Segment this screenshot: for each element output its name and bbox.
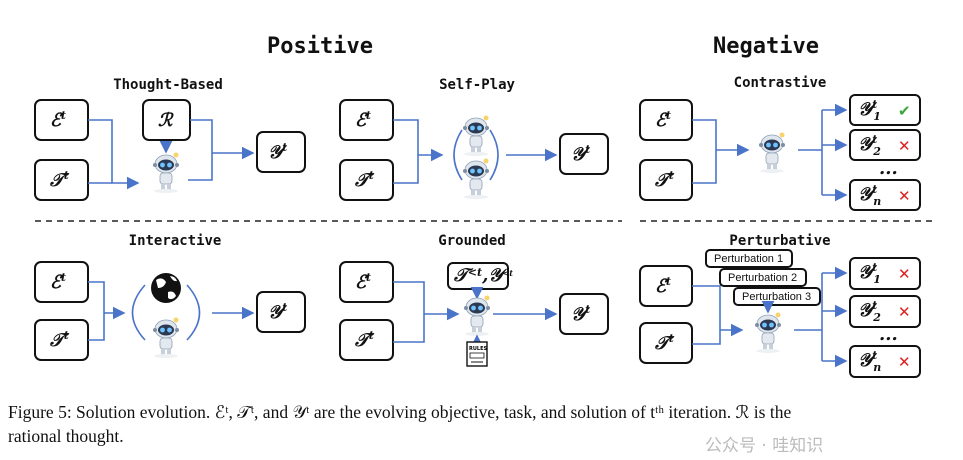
panel-title: Self-Play bbox=[439, 77, 515, 93]
objective-label: ℰt bbox=[50, 109, 66, 131]
svg-text:Perturbation 1: Perturbation 1 bbox=[714, 253, 783, 265]
ellipsis: ... bbox=[879, 324, 898, 345]
panel-title: Thought-Based bbox=[113, 77, 223, 93]
cross-icon: ✕ bbox=[898, 303, 911, 321]
robot-icon bbox=[462, 115, 490, 157]
robot-icon bbox=[152, 152, 180, 194]
panel-title: Grounded bbox=[438, 233, 505, 249]
robot-icon bbox=[758, 132, 786, 174]
svg-text:Perturbation 2: Perturbation 2 bbox=[728, 272, 797, 284]
rules-book-icon: RULES bbox=[466, 341, 488, 367]
caption-line-2: rational thought. bbox=[8, 426, 124, 446]
robot-icon bbox=[462, 158, 490, 200]
panel-self-play: Self-Play ℰt 𝒯t 𝒴t bbox=[339, 77, 609, 201]
svg-text:𝒴t2: 𝒴t2 bbox=[858, 133, 881, 158]
perturbation-3: Perturbation 3 bbox=[733, 287, 821, 306]
task-box bbox=[639, 159, 693, 201]
svg-text:𝒴t2: 𝒴t2 bbox=[858, 299, 881, 324]
svg-text:𝒴tn: 𝒴tn bbox=[858, 183, 881, 208]
globe-icon bbox=[151, 273, 181, 303]
panel-perturbative: Perturbative ℰt 𝒯t Perturbation 1 Pertur… bbox=[639, 233, 921, 378]
task-box bbox=[339, 159, 394, 201]
panel-interactive: Interactive ℰt 𝒯t 𝒴t bbox=[34, 233, 306, 361]
panel-thought-based: Thought-Based ℰt 𝒯t ℛ 𝒴t bbox=[34, 77, 306, 201]
perturbation-1: Perturbation 1 bbox=[705, 249, 793, 268]
task-box bbox=[339, 319, 394, 361]
solution-box bbox=[256, 291, 306, 333]
cross-icon: ✕ bbox=[898, 265, 911, 283]
task-box bbox=[34, 159, 89, 201]
svg-text:𝒴t1: 𝒴t1 bbox=[858, 98, 881, 123]
panel-title: Contrastive bbox=[734, 75, 827, 91]
cross-icon: ✕ bbox=[898, 353, 911, 371]
ellipsis: ... bbox=[879, 158, 898, 179]
objective-label: ℰt bbox=[355, 109, 371, 131]
cross-icon: ✕ bbox=[898, 187, 911, 205]
robot-icon bbox=[463, 295, 491, 337]
check-icon: ✔ bbox=[898, 102, 911, 120]
panel-title: Perturbative bbox=[729, 233, 830, 249]
svg-text:𝒴tn: 𝒴tn bbox=[858, 349, 881, 374]
rational-thought-label: ℛ bbox=[158, 110, 174, 131]
task-box bbox=[639, 322, 693, 364]
solution-box bbox=[559, 293, 609, 335]
objective-label: ℰt bbox=[355, 271, 371, 293]
solution-box bbox=[559, 133, 609, 175]
svg-text:RULES: RULES bbox=[469, 346, 488, 352]
positive-heading: Positive bbox=[267, 34, 373, 59]
figure-caption: Figure 5: Solution evolution. ℰᵗ, 𝒯ᵗ, an… bbox=[8, 400, 958, 448]
panel-title: Interactive bbox=[129, 233, 222, 249]
panel-grounded: Grounded ℰt 𝒯t 𝒯<t,𝒴<t RULES 𝒴t bbox=[339, 233, 609, 367]
solution-evolution-diagram: Positive Negative Thought-Based ℰt 𝒯t ℛ … bbox=[34, 34, 935, 378]
robot-icon bbox=[152, 317, 180, 359]
objective-label: ℰt bbox=[655, 109, 671, 131]
objective-label: ℰt bbox=[50, 271, 66, 293]
solution-box bbox=[256, 131, 306, 173]
caption-line-1: Figure 5: Solution evolution. ℰᵗ, 𝒯ᵗ, an… bbox=[8, 402, 792, 422]
negative-heading: Negative bbox=[713, 34, 819, 59]
perturbation-2: Perturbation 2 bbox=[719, 268, 807, 287]
robot-icon bbox=[754, 312, 782, 354]
cross-icon: ✕ bbox=[898, 137, 911, 155]
svg-text:𝒴t1: 𝒴t1 bbox=[858, 261, 881, 286]
objective-label: ℰt bbox=[655, 275, 671, 297]
watermark: 公众号 · 哇知识 bbox=[705, 436, 824, 456]
svg-text:Perturbation 3: Perturbation 3 bbox=[742, 291, 811, 303]
